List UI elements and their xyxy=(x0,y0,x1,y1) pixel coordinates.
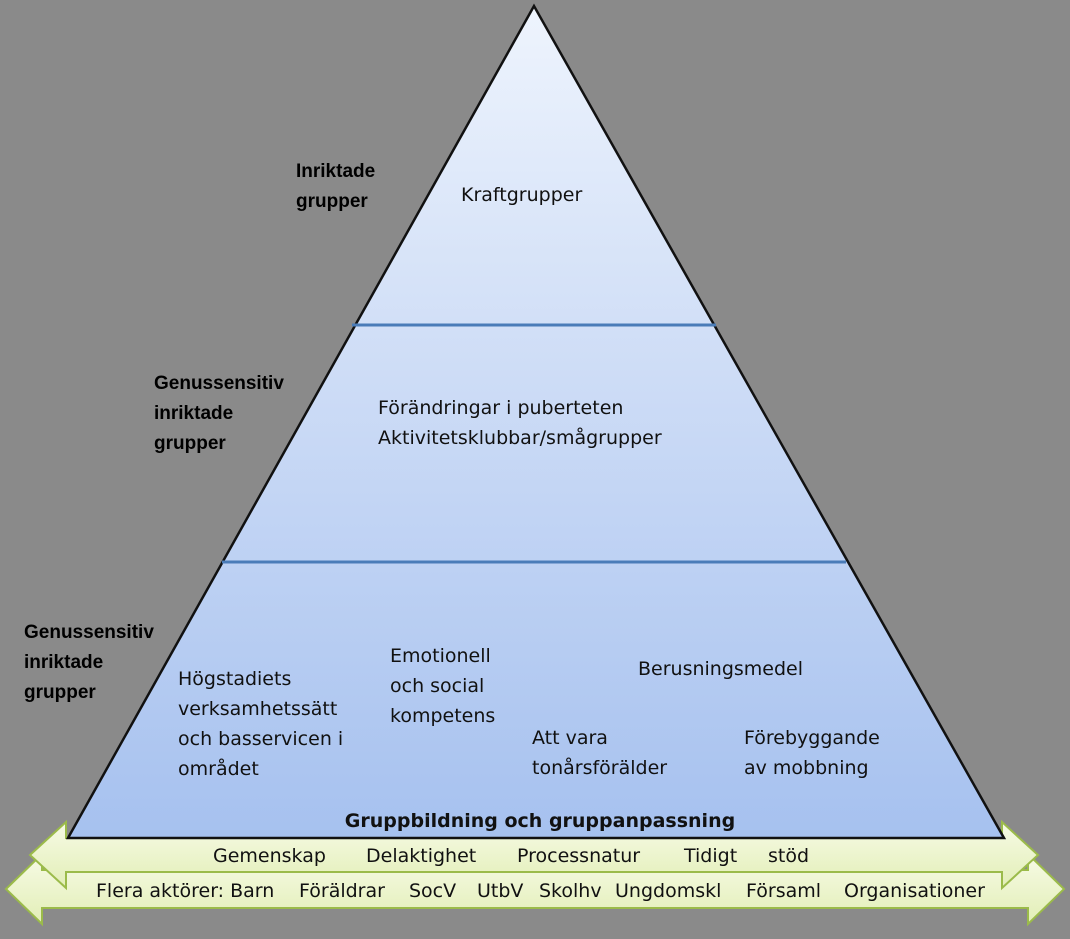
bottom-tier-item: Emotionell och social kompetens xyxy=(390,645,496,727)
pyramid xyxy=(65,3,1007,840)
upper-arrow-words: Gemenskap Delaktighet Processnatur Tidig… xyxy=(0,844,1070,868)
lower-arrow-word: Organisationer xyxy=(844,880,985,902)
top-tier-content: Kraftgrupper xyxy=(461,184,583,206)
side-label-bottom-tier: Genussensitiv inriktade grupper xyxy=(24,622,154,703)
upper-arrow-word: Delaktighet xyxy=(366,845,477,867)
lower-arrow-word: Flera aktörer: Barn xyxy=(96,880,275,902)
upper-arrow-word: Gemenskap xyxy=(213,845,326,867)
bottom-tier-item: Berusningsmedel xyxy=(638,658,804,680)
lower-arrow-word: UtbV xyxy=(477,880,524,902)
upper-arrow-word: stöd xyxy=(768,845,810,867)
bottom-tier-item: Förebyggande av mobbning xyxy=(744,727,880,779)
side-label-middle-tier: Genussensitiv inriktade grupper xyxy=(154,373,284,454)
side-label-top-tier: Inriktade grupper xyxy=(296,161,376,212)
lower-arrow-word: SocV xyxy=(409,880,457,902)
pyramid-base-caption: Gruppbildning och gruppanpassning xyxy=(344,810,736,832)
bottom-tier-item: Högstadiets verksamhetssätt och basservi… xyxy=(178,668,344,780)
lower-arrow-word: Föräldrar xyxy=(299,880,385,902)
bottom-tier-item: Att vara tonårsförälder xyxy=(532,727,668,779)
lower-arrow-word: Skolhv xyxy=(539,880,602,902)
upper-arrow-word: Tidigt xyxy=(684,845,738,867)
lower-arrow-word: Ungdomskl xyxy=(615,880,722,902)
lower-arrow-word: Församl xyxy=(746,880,822,902)
lower-arrow-words: Flera aktörer: Barn Föräldrar SocV UtbV … xyxy=(0,879,1070,903)
middle-tier-content: Förändringar i puberteten Aktivitetsklub… xyxy=(378,397,662,449)
upper-arrow-word: Processnatur xyxy=(517,845,641,867)
